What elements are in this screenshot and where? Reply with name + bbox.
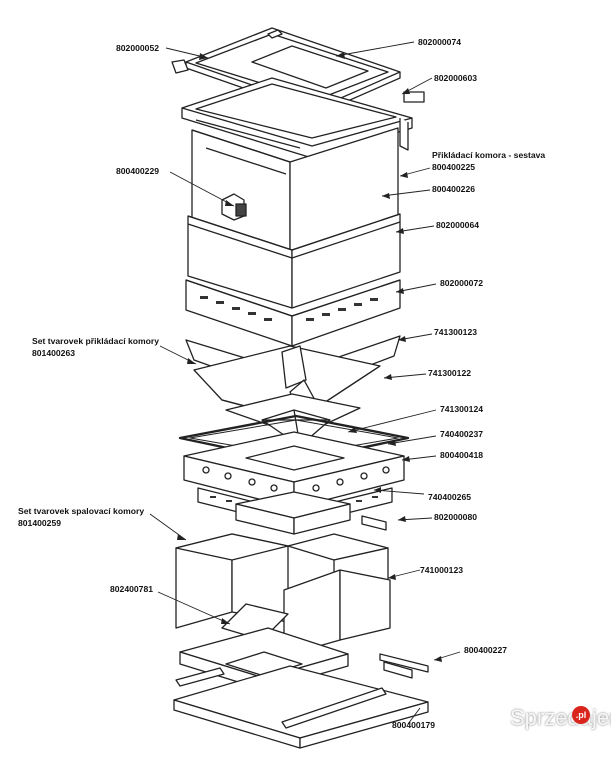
chamber-assembly-code: 800400225 — [432, 162, 476, 172]
label-741300123: 741300123 — [434, 327, 478, 337]
watermark-badge: .pl — [572, 706, 590, 724]
loading-shapes — [185, 335, 401, 421]
label-802000080: 802000080 — [434, 512, 478, 522]
label-800400179: 800400179 — [392, 720, 436, 730]
label-802000052: 802000052 — [116, 43, 160, 53]
label-800400418: 800400418 — [440, 450, 484, 460]
label-741300122: 741300122 — [428, 368, 472, 378]
lower-drawer — [235, 491, 387, 535]
combustion-frame — [183, 431, 405, 509]
label-800400227: 800400227 — [464, 645, 508, 655]
combustion-blocks — [175, 533, 391, 657]
combustion-shapes-code: 801400259 — [18, 518, 62, 528]
perforated-band — [185, 279, 401, 347]
middle-band — [187, 213, 401, 309]
label-802400781: 802400781 — [110, 584, 154, 594]
loading-shapes-title: Set tvarovek přikládací komory — [32, 336, 160, 346]
label-800400229: 800400229 — [116, 166, 160, 176]
label-741300124: 741300124 — [440, 404, 484, 414]
arrow-heads — [177, 52, 442, 662]
label-740400237: 740400237 — [440, 429, 484, 439]
loading-shapes-code: 801400263 — [32, 348, 76, 358]
label-800400226: 800400226 — [432, 184, 476, 194]
label-802000072: 802000072 — [440, 278, 484, 288]
watermark-text: Sprzedajemy — [510, 705, 611, 730]
label-741000123: 741000123 — [420, 565, 464, 575]
base-plate — [173, 653, 429, 749]
upper-frame — [181, 77, 425, 159]
combustion-shapes-title: Set tvarovek spalovací komory — [18, 506, 145, 516]
label-740400265: 740400265 — [428, 492, 472, 502]
loading-chamber-upper — [191, 127, 399, 253]
label-802000064: 802000064 — [436, 220, 480, 230]
label-802000074: 802000074 — [418, 37, 462, 47]
label-802000603: 802000603 — [434, 73, 478, 83]
chamber-assembly-title: Přikládací komora - sestava — [432, 150, 546, 160]
